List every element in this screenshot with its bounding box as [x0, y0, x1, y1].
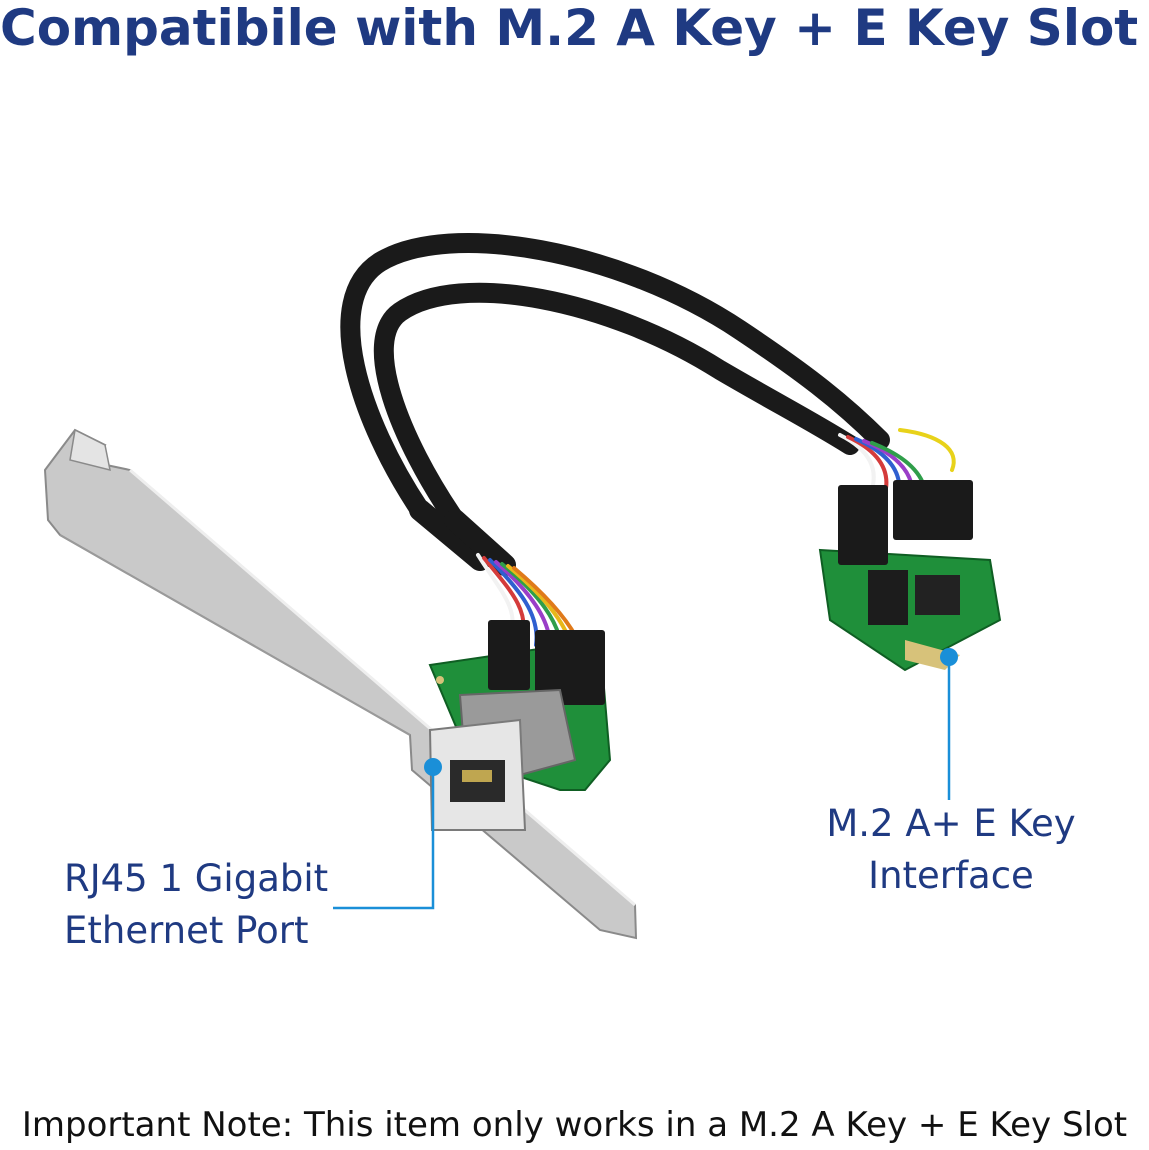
callout-m2-line1: M.2 A+ E Key [826, 802, 1076, 845]
headline-title: Compatibile with M.2 A Key + E Key Slot [0, 0, 1139, 57]
cable-loops [340, 233, 890, 576]
m2-card [818, 480, 1002, 672]
cable-inner [373, 282, 860, 530]
callout-m2-label: M.2 A+ E Key Interface [810, 798, 1092, 902]
important-note: Important Note: This item only works in … [21, 1105, 1128, 1145]
callout-rj45-line2: Ethernet Port [64, 909, 309, 952]
callout-lines [333, 648, 958, 910]
rj45-port [428, 688, 577, 831]
callout-rj45-line1: RJ45 1 Gigabit [64, 857, 329, 900]
callout-m2-line2: Interface [868, 854, 1034, 897]
callout-rj45-label: RJ45 1 Gigabit Ethernet Port [64, 853, 328, 957]
left-header-connectors [488, 620, 605, 705]
cable-outer [340, 233, 890, 520]
